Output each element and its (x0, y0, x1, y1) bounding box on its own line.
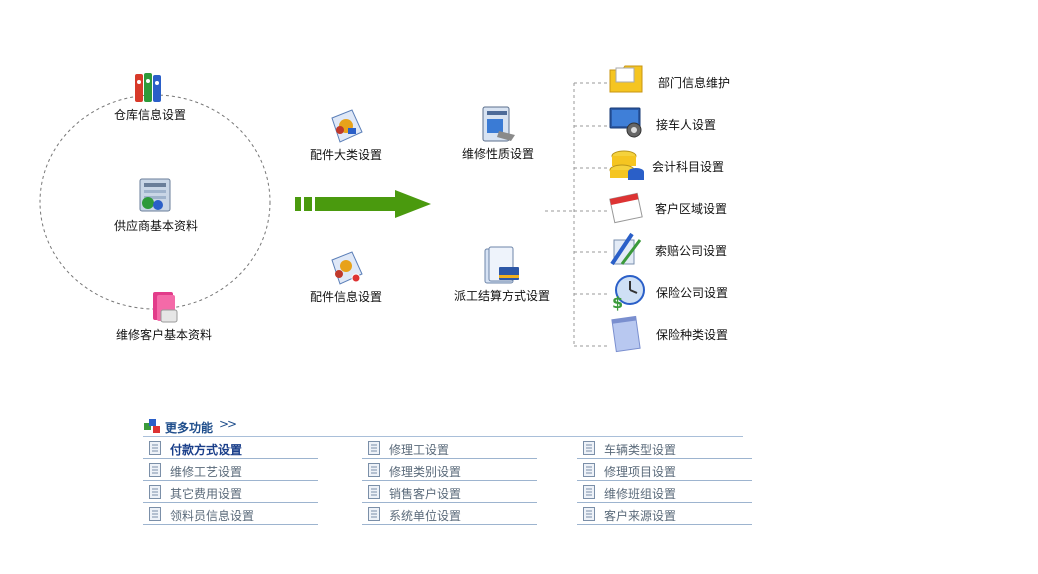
coin-stack-icon (609, 150, 644, 180)
supplier-basic-data-label: 供应商基本资料 (113, 219, 198, 233)
customer-region-settings[interactable]: 客户区域设置 (608, 188, 728, 228)
link-label: 客户来源设置 (604, 509, 677, 523)
parts-info-settings[interactable]: 配件信息设置 (304, 250, 388, 305)
binders-icon (135, 73, 161, 102)
insurance-company-settings-label: 保险公司设置 (656, 286, 729, 300)
department-info-maintenance-label: 部门信息维护 (658, 76, 731, 90)
link-repair-category-settings[interactable]: 修理类别设置 (362, 460, 537, 481)
link-repair-team-settings[interactable]: 维修班组设置 (577, 482, 752, 503)
repair-customer-basic-data[interactable]: 维修客户基本资料 (110, 290, 218, 343)
visa-folder-icon (484, 246, 519, 284)
link-label: 销售客户设置 (389, 487, 462, 501)
supplier-database-icon (139, 178, 171, 212)
document-icon (149, 441, 161, 455)
vehicle-receiver-settings-label: 接车人设置 (656, 118, 717, 132)
accounting-subject-settings[interactable]: 会计科目设置 (608, 146, 728, 186)
link-customer-source-settings[interactable]: 客户来源设置 (577, 504, 752, 525)
link-other-fees-settings[interactable]: 其它费用设置 (143, 482, 318, 503)
parts-category-settings[interactable]: 配件大类设置 (304, 108, 388, 163)
document-icon (583, 463, 595, 477)
link-material-picker-settings[interactable]: 领料员信息设置 (143, 504, 318, 525)
supplier-basic-data[interactable]: 供应商基本资料 (108, 175, 204, 234)
document-icon (149, 485, 161, 499)
dispatch-settlement-settings-label: 派工结算方式设置 (453, 289, 550, 303)
vehicle-receiver-settings[interactable]: 接车人设置 (608, 104, 728, 144)
parts-category-settings-label: 配件大类设置 (309, 148, 382, 162)
insurance-type-settings-label: 保险种类设置 (656, 328, 729, 342)
document-icon (368, 507, 380, 521)
link-vehicle-type-settings[interactable]: 车辆类型设置 (577, 438, 752, 459)
customer-region-settings-label: 客户区域设置 (655, 202, 728, 216)
wrench-folder-icon (482, 106, 515, 142)
more-functions-icon (144, 419, 160, 433)
dispatch-settlement-settings[interactable]: 派工结算方式设置 (450, 245, 554, 304)
accounting-subject-settings-label: 会计科目设置 (652, 160, 725, 174)
flow-arrow-icon (295, 190, 431, 218)
warehouse-settings-label: 仓库信息设置 (113, 108, 186, 122)
document-icon (583, 441, 595, 455)
more-column-3: 车辆类型设置 修理项目设置 维修班组设置 客户来源设置 (577, 438, 752, 526)
pink-folder-icon (153, 292, 178, 323)
clock-dollar-icon: $ (612, 275, 645, 312)
link-label: 维修班组设置 (604, 487, 677, 501)
link-repair-item-settings[interactable]: 修理项目设置 (577, 460, 752, 481)
document-icon (368, 441, 380, 455)
claim-company-settings-label: 索赔公司设置 (655, 244, 728, 258)
link-repair-process-settings[interactable]: 维修工艺设置 (143, 460, 318, 481)
folder-icon (609, 65, 643, 93)
pen-tools-icon (610, 232, 642, 266)
link-sales-customer-settings[interactable]: 销售客户设置 (362, 482, 537, 503)
link-label: 修理项目设置 (604, 465, 677, 479)
warehouse-settings[interactable]: 仓库信息设置 (108, 70, 192, 123)
notepad-icon (611, 315, 641, 353)
monitor-gear-icon (609, 107, 642, 138)
more-functions-arrow[interactable]: >> (219, 417, 237, 431)
link-label: 修理工设置 (389, 443, 450, 457)
right-bracket-lines (545, 82, 607, 347)
document-icon (583, 507, 595, 521)
department-info-maintenance[interactable]: 部门信息维护 (608, 62, 738, 102)
more-functions-divider (143, 436, 743, 437)
link-system-unit-settings[interactable]: 系统单位设置 (362, 504, 537, 525)
more-functions-title: 更多功能 (165, 421, 214, 435)
link-label: 车辆类型设置 (604, 443, 677, 457)
link-mechanic-settings[interactable]: 修理工设置 (362, 438, 537, 459)
insurance-company-settings[interactable]: $ 保险公司设置 (608, 272, 730, 312)
insurance-type-settings[interactable]: 保险种类设置 (608, 314, 730, 354)
link-label: 其它费用设置 (170, 487, 243, 501)
link-label: 系统单位设置 (389, 509, 462, 523)
document-icon (149, 507, 161, 521)
more-functions-panel: 更多功能 >> 付款方式设置 维修工艺设置 其它费用设置 领料员信息设置 修理工… (143, 416, 753, 525)
link-label: 修理类别设置 (389, 465, 462, 479)
parts-edit-icon (331, 251, 363, 285)
link-payment-method-settings[interactable]: 付款方式设置 (143, 438, 318, 459)
parts-info-settings-label: 配件信息设置 (309, 290, 382, 304)
claim-company-settings[interactable]: 索赔公司设置 (608, 230, 730, 270)
repair-customer-basic-data-label: 维修客户基本资料 (115, 328, 212, 342)
link-label: 领料员信息设置 (170, 509, 255, 523)
more-column-1: 付款方式设置 维修工艺设置 其它费用设置 领料员信息设置 (143, 438, 318, 526)
more-functions-header[interactable]: 更多功能 >> (143, 416, 753, 436)
more-column-2: 修理工设置 修理类别设置 销售客户设置 系统单位设置 (362, 438, 537, 526)
svg-text:$: $ (612, 293, 623, 312)
link-label: 付款方式设置 (170, 443, 243, 457)
calendar-icon (609, 192, 643, 224)
document-icon (368, 485, 380, 499)
parts-icon (331, 109, 363, 143)
document-icon (149, 463, 161, 477)
repair-nature-settings-label: 维修性质设置 (461, 147, 534, 161)
document-icon (368, 463, 380, 477)
repair-nature-settings[interactable]: 维修性质设置 (456, 105, 540, 162)
document-icon (583, 485, 595, 499)
link-label: 维修工艺设置 (170, 465, 243, 479)
